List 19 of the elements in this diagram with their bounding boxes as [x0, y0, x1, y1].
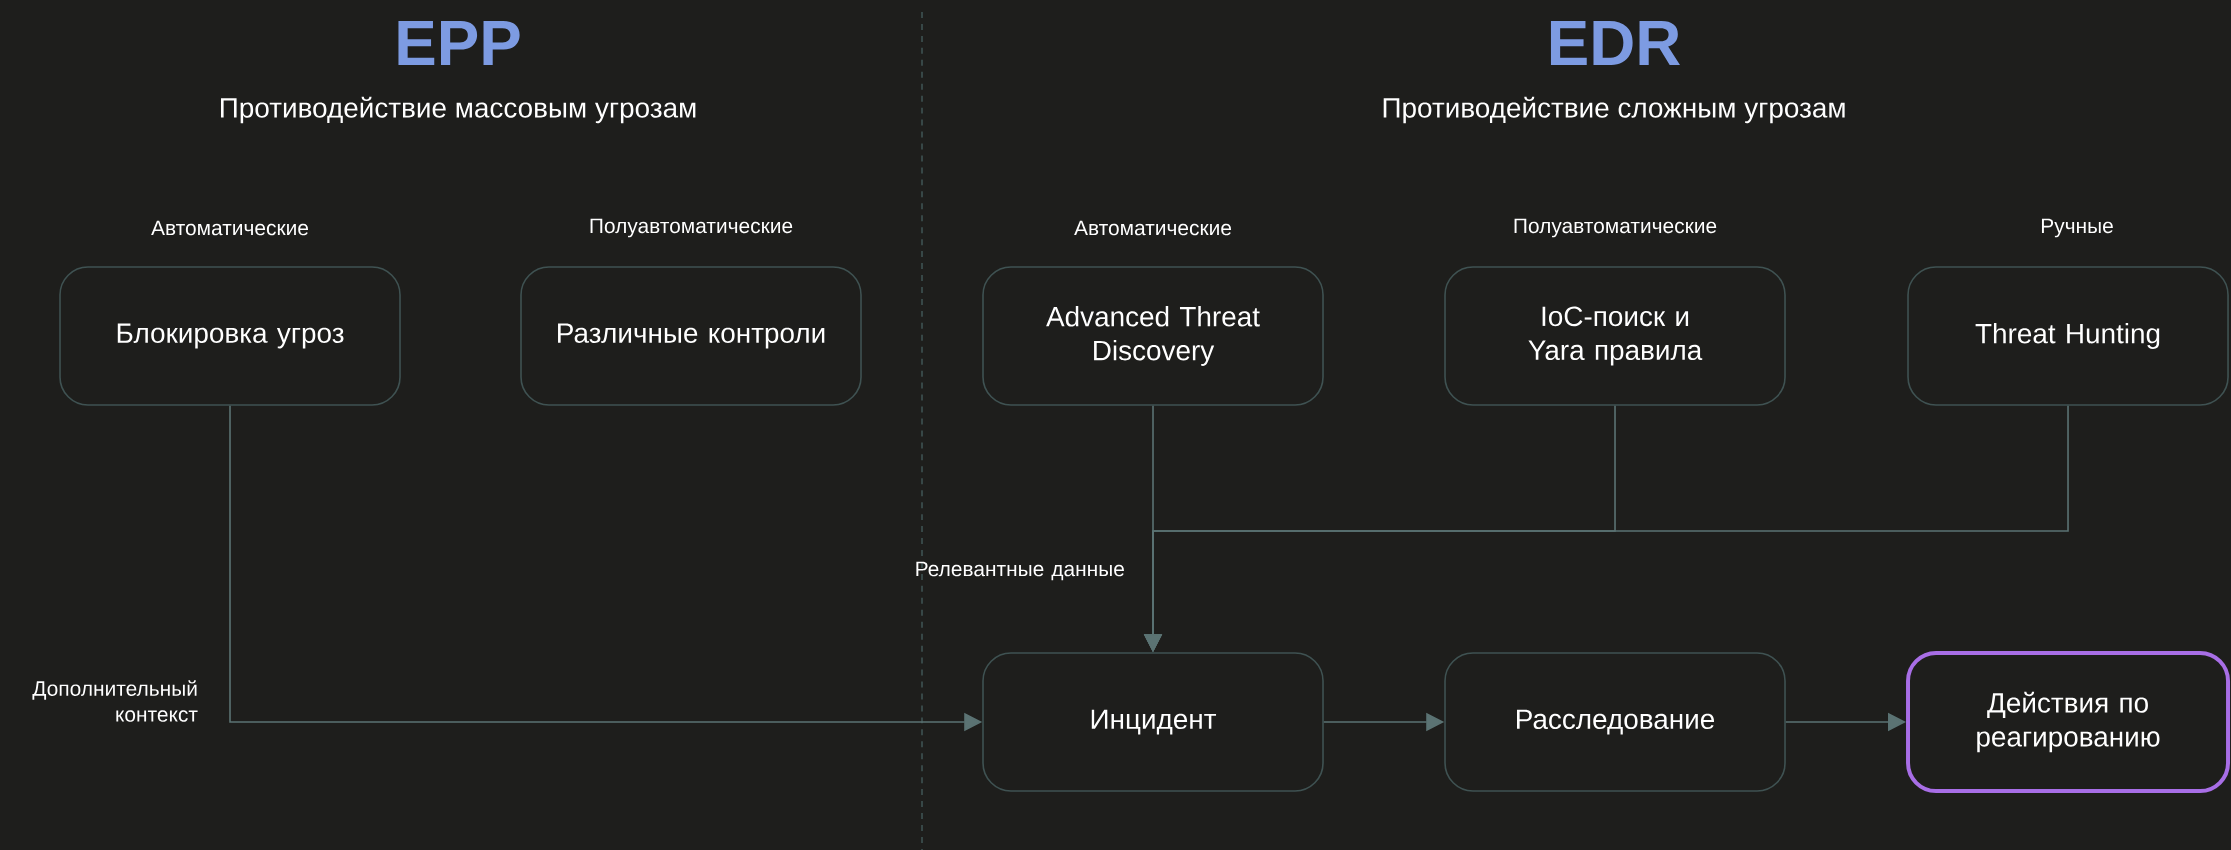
- process-box: Блокировка угроз: [59, 266, 401, 406]
- column-label: Полуавтоматические: [1514, 218, 1717, 238]
- process-box: Инцидент: [982, 652, 1324, 792]
- column-label: Полуавтоматические: [590, 218, 793, 238]
- edge-label: Дополнительный контекст: [32, 680, 198, 722]
- process-box: Действия по реагированию: [1906, 651, 2231, 793]
- process-box: Расследование: [1444, 652, 1786, 792]
- heading: EDR: [1550, 21, 1680, 65]
- column-label: Автоматические: [1074, 220, 1232, 236]
- subheading: Противодействие сложным угрозам: [1383, 96, 1845, 124]
- column-label: Автоматические: [151, 220, 309, 236]
- column-label: Ручные: [2041, 218, 2113, 238]
- edge-label: Релевантные данные: [916, 561, 1124, 581]
- process-box: Различные контроли: [520, 266, 862, 406]
- process-box: Advanced Threat Discovery: [982, 266, 1324, 406]
- process-box: Threat Hunting: [1907, 266, 2229, 406]
- subheading: Противодействие массовым угрозам: [221, 96, 696, 124]
- process-box: IoC-поиск и Yara правила: [1444, 266, 1786, 406]
- heading: EPP: [398, 21, 520, 65]
